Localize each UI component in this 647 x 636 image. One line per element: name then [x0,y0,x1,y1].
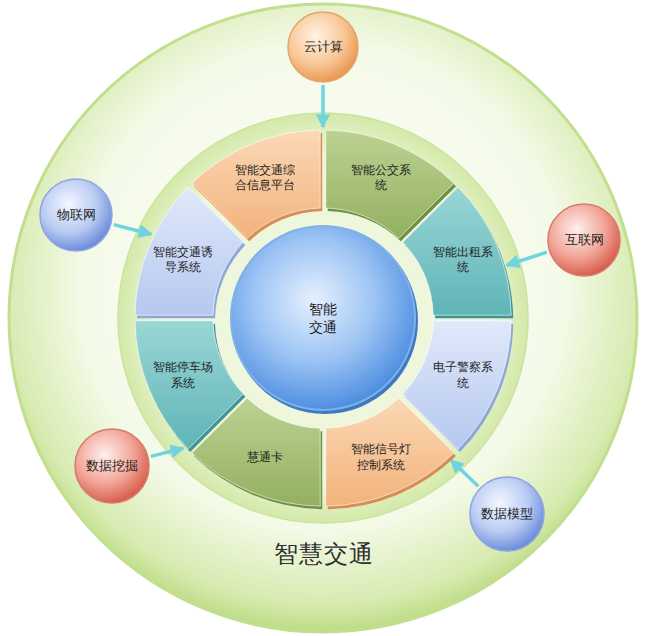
segment-label: 智能公交系统 [349,163,413,194]
outer-ring [9,4,637,632]
segment-face [403,187,511,315]
segment-label: 慧通卡 [233,450,297,466]
tech-bubble: 物联网 [39,178,113,252]
tech-bubble: 数据模型 [469,476,545,552]
segment-label: 电子警察系统 [431,360,495,391]
halo-ring [118,113,528,523]
ring-segment: 智能出租系统 [397,181,517,324]
arrow-connector [151,448,183,456]
caption: 智慧交通 [0,538,647,570]
arrow-connector [321,85,325,127]
tech-bubble: 数据挖掘 [74,428,150,504]
node-label: 云计算 [293,39,353,56]
node-label: 互联网 [553,232,615,249]
arrow-connector [114,225,152,235]
segment-face [135,321,243,449]
circle-face [40,179,112,251]
node-label: 数据模型 [475,506,539,523]
node-label: 智能交通 [307,300,339,336]
segment-face [326,398,454,506]
circle-face [75,429,149,503]
circle-face [231,226,415,410]
circle-face [548,204,620,276]
arrow-connector [451,460,478,486]
segment-label: 智能交通诱导系统 [151,245,215,276]
segment-label: 智能出租系统 [431,245,495,276]
segment-face [135,187,243,315]
ring-segment: 智能交通诱导系统 [131,181,251,324]
arrow-connector [507,252,547,265]
node-label: 物联网 [45,207,107,224]
circle-shape [230,225,416,411]
tech-bubble: 互联网 [547,203,621,277]
center-circle: 智能交通 [230,225,416,411]
segment-label: 智能停车场系统 [151,360,215,391]
segment-label: 智能信号灯控制系统 [349,442,413,473]
circle-face [288,12,358,82]
node-label: 数据挖掘 [80,458,144,475]
circle-face [470,477,544,551]
segment-label: 智能交通综合信息平台 [233,163,297,194]
tech-bubble: 云计算 [287,11,359,83]
ring-segment: 智能信号灯控制系统 [319,392,462,512]
ring-segment: 智能停车场系统 [131,314,251,457]
